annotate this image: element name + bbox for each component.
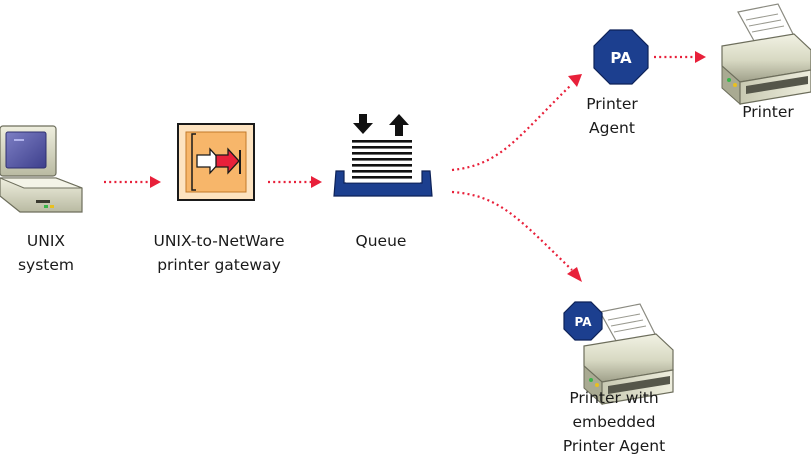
printer-icon (721, 3, 811, 106)
embedded-printer-label-line1: Printer with (569, 389, 658, 407)
gateway-node: UNIX-to-NetWare printer gateway (153, 123, 285, 274)
gateway-icon (177, 123, 255, 201)
queue-label: Queue (356, 232, 407, 250)
arrow-unix-to-gateway (104, 176, 161, 188)
gateway-label-line1: UNIX-to-NetWare (153, 232, 284, 250)
printer-agent-node: PA Printer Agent (586, 29, 649, 137)
queue-node: Queue (333, 114, 433, 250)
printer-agent-badge-text: PA (610, 49, 632, 67)
gateway-label-line2: printer gateway (157, 256, 281, 274)
printer-agent-label-line1: Printer (586, 95, 638, 113)
unix-system-label-line1: UNIX (27, 232, 66, 250)
unix-system-label-line2: system (18, 256, 74, 274)
printer-label: Printer (742, 103, 794, 121)
arrow-queue-to-embedded-printer (451, 190, 582, 282)
unix-system-node: UNIX system (0, 125, 83, 274)
queue-tray-icon (333, 114, 433, 197)
arrow-agent-to-printer (654, 51, 706, 63)
embedded-agent-badge-text: PA (575, 315, 593, 329)
printer-agent-label-line2: Agent (589, 119, 635, 137)
embedded-printer-node: PA Printer with embedded Printer Agent (563, 301, 674, 455)
printer-node: Printer (721, 3, 811, 121)
embedded-printer-label-line3: Printer Agent (563, 437, 665, 455)
computer-icon (0, 125, 83, 213)
arrow-queue-to-printer-agent (451, 74, 582, 172)
printer-agent-badge-icon: PA (593, 29, 649, 85)
embedded-printer-label-line2: embedded (572, 413, 655, 431)
arrow-gateway-to-queue (268, 176, 322, 188)
embedded-agent-badge-icon: PA (563, 301, 603, 341)
printer-with-agent-icon (583, 303, 674, 406)
